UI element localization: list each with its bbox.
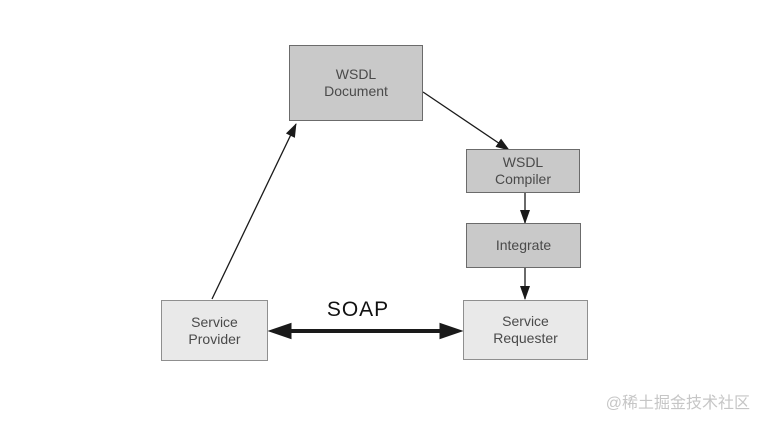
node-label: WSDL (335, 66, 377, 82)
node-integrate: Integrate (466, 223, 581, 268)
node-service-requester: Service Requester (463, 300, 588, 360)
arrow-document-to-compiler (422, 91, 510, 151)
node-label: Provider (188, 330, 241, 347)
node-label: Integrate (495, 237, 552, 253)
soap-edge-label: SOAP (326, 298, 390, 321)
node-wsdl-document: WSDL Document (289, 45, 423, 121)
node-label: Service (502, 313, 549, 329)
node-wsdl-compiler: WSDL Compiler (466, 149, 580, 193)
node-label: Compiler (494, 171, 551, 187)
node-label: Requester (493, 330, 558, 346)
arrow-provider-to-document (211, 123, 297, 300)
node-label: Document (324, 83, 388, 99)
node-service-provider: Service Provider (161, 300, 268, 361)
soap-double-arrow (267, 322, 464, 340)
node-label: WSDL (502, 154, 544, 170)
watermark: @稀土掘金技术社区 (605, 395, 750, 412)
node-label: Service (191, 313, 238, 330)
